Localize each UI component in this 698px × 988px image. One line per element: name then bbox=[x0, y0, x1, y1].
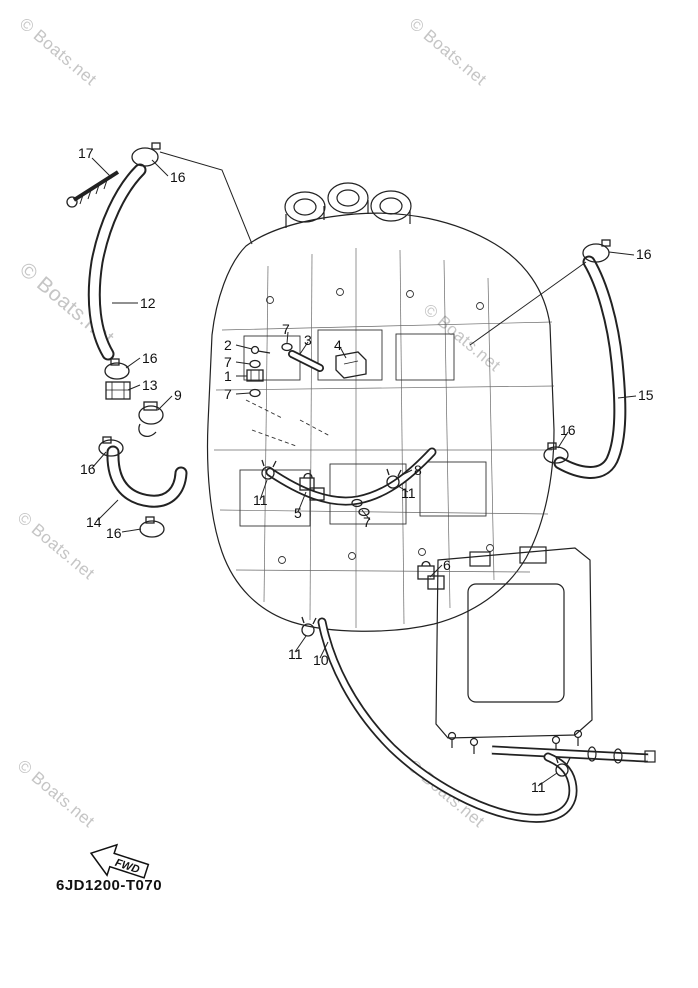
callout-12[interactable]: 12 bbox=[140, 295, 156, 311]
callout-2[interactable]: 2 bbox=[224, 337, 232, 353]
callout-3[interactable]: 3 bbox=[304, 332, 312, 348]
callout-16[interactable]: 16 bbox=[80, 461, 96, 477]
callout-11[interactable]: 11 bbox=[531, 779, 546, 795]
callout-11[interactable]: 11 bbox=[253, 492, 268, 508]
callout-7[interactable]: 7 bbox=[282, 321, 290, 337]
callout-11[interactable]: 11 bbox=[401, 485, 416, 501]
hoses bbox=[87, 163, 627, 823]
callout-16[interactable]: 16 bbox=[142, 350, 158, 366]
callout-17[interactable]: 17 bbox=[78, 145, 94, 161]
callout-11[interactable]: 11 bbox=[288, 646, 303, 662]
callout-16[interactable]: 16 bbox=[106, 525, 122, 541]
callout-16[interactable]: 16 bbox=[170, 169, 186, 185]
callout-4[interactable]: 4 bbox=[334, 337, 342, 353]
leader-lines bbox=[91, 151, 637, 787]
callout-9[interactable]: 9 bbox=[174, 387, 182, 403]
small-parts bbox=[66, 142, 611, 777]
fwd-label: FWD bbox=[113, 857, 141, 876]
engine-block bbox=[206, 182, 555, 632]
callout-15[interactable]: 15 bbox=[638, 387, 654, 403]
callout-7[interactable]: 7 bbox=[224, 386, 232, 402]
hose-clamps bbox=[98, 142, 611, 538]
callout-13[interactable]: 13 bbox=[142, 377, 158, 393]
callout-10[interactable]: 10 bbox=[313, 652, 329, 668]
callout-16[interactable]: 16 bbox=[636, 246, 652, 262]
diagram-code: 6JD1200-T070 bbox=[56, 877, 163, 894]
callout-7[interactable]: 7 bbox=[363, 514, 371, 530]
callout-7[interactable]: 7 bbox=[224, 354, 232, 370]
callout-5[interactable]: 5 bbox=[294, 505, 302, 521]
callout-1[interactable]: 1 bbox=[224, 368, 232, 384]
hose-clips bbox=[261, 459, 571, 777]
vapor-separator-tank bbox=[435, 546, 656, 764]
callout-16[interactable]: 16 bbox=[560, 422, 576, 438]
callout-14[interactable]: 14 bbox=[86, 514, 102, 530]
callout-8[interactable]: 8 bbox=[414, 462, 422, 478]
callout-6[interactable]: 6 bbox=[443, 557, 451, 573]
